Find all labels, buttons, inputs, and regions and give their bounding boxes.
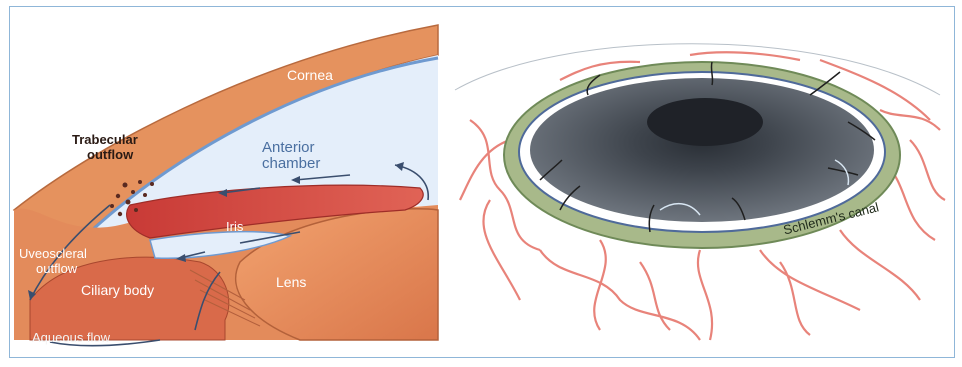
label-trabecular-outflow: outflow <box>87 148 133 161</box>
label-aqueous-flow: Aqueous flow <box>32 331 110 344</box>
pupil <box>647 98 763 146</box>
label-uveoscleral: Uveoscleral <box>19 247 87 260</box>
label-iris: Iris <box>226 220 243 233</box>
label-trabecular: Trabecular <box>72 133 138 146</box>
label-lens: Lens <box>276 275 306 289</box>
label-ciliary-body: Ciliary body <box>81 283 154 297</box>
label-uveoscleral-outflow: outflow <box>36 262 77 275</box>
label-cornea: Cornea <box>287 68 333 82</box>
label-anterior: Anterior <box>262 140 315 155</box>
label-chamber: chamber <box>262 156 320 171</box>
